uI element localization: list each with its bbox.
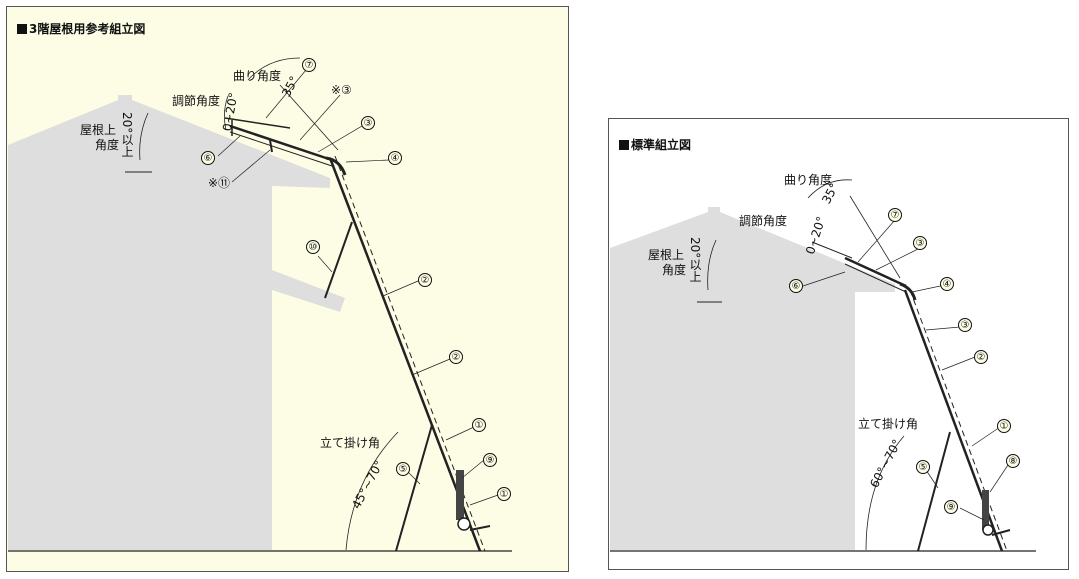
stand-angle-arc xyxy=(345,431,399,551)
callout-5-right: ⑤ xyxy=(916,460,930,474)
square-icon xyxy=(619,140,629,150)
adjust-bar-right xyxy=(811,241,853,259)
base-foot xyxy=(469,525,491,531)
ladder-bend-right xyxy=(899,282,917,301)
callout-6: ⑥ xyxy=(201,151,215,165)
ladder-bend xyxy=(325,156,347,176)
base-foot-right xyxy=(991,529,1011,536)
ladder-top-rail-2 xyxy=(229,131,333,167)
stabilizer-10 xyxy=(324,221,353,299)
panel-title-right: 標準組立図 xyxy=(619,136,691,153)
callout-4: ④ xyxy=(388,151,402,165)
callout-10: ⑩ xyxy=(306,240,320,254)
callout-1-right: ① xyxy=(997,419,1011,433)
adjust-angle-label-right: 調節角度 xyxy=(739,214,788,228)
bend-arc-right xyxy=(807,179,853,199)
adjust-bar xyxy=(224,117,291,129)
roof-angle-arc xyxy=(139,112,149,161)
adjust-arc xyxy=(224,95,229,131)
callout-3-right-top: ③ xyxy=(913,236,927,250)
support-leg-5-right xyxy=(917,431,951,552)
callout-7-right: ⑦ xyxy=(888,208,902,222)
adjust-mark-2 xyxy=(269,139,273,153)
bend-angle-label-right: 曲り角度 xyxy=(784,173,833,187)
callout-9-right: ⑨ xyxy=(944,500,958,514)
canopy xyxy=(272,270,345,312)
callout-2-upper: ② xyxy=(418,273,432,287)
callout-1-lower: ① xyxy=(497,487,511,501)
stand-angle-arc-right xyxy=(865,435,905,551)
callout-3-alt: ※③ xyxy=(331,83,352,97)
bend-dim-line xyxy=(279,84,339,151)
ladder-rail xyxy=(328,157,482,552)
base-hardware xyxy=(456,470,464,520)
panel-title: 3階屋根用参考組立図 xyxy=(17,20,145,37)
callout-11-alt: ※⑪ xyxy=(208,176,231,190)
stand-angle-label: 立て掛け角 xyxy=(320,436,381,450)
house-silhouette xyxy=(8,95,330,550)
ladder-top-rail-right-2 xyxy=(844,263,907,293)
roof-angle-label-2: 角度 xyxy=(95,138,120,152)
callout-7: ⑦ xyxy=(302,58,316,72)
ladder-top-rail-right xyxy=(844,256,907,288)
leader-lines-right xyxy=(802,219,1011,521)
bend-angle-label: 曲り角度 xyxy=(233,69,282,83)
callout-8-right: ⑧ xyxy=(1006,454,1020,468)
adjust-angle-label: 調節角度 xyxy=(172,94,221,108)
roof-angle-value: 20°以上 xyxy=(120,112,134,158)
callout-1-upper: ① xyxy=(472,418,486,432)
square-icon xyxy=(17,24,27,34)
base-wheel-right xyxy=(982,524,994,536)
roof-angle-value-right: 20°以上 xyxy=(688,237,702,283)
callout-2-right: ② xyxy=(974,350,988,364)
callout-2-lower: ② xyxy=(449,350,463,364)
callout-5: ⑤ xyxy=(396,462,410,476)
base-wheel xyxy=(457,517,471,531)
roof-eave xyxy=(272,178,330,188)
ladder-top-rail xyxy=(229,124,333,162)
callout-3: ③ xyxy=(361,116,375,130)
bend-dim-line-right xyxy=(849,195,901,279)
roof-angle-label-right: 屋根上 xyxy=(648,248,685,262)
callout-3-right: ③ xyxy=(958,318,972,332)
house-silhouette-right xyxy=(610,207,895,550)
callout-6-right: ⑥ xyxy=(789,279,803,293)
support-leg-5 xyxy=(395,424,433,552)
leader-lines-left xyxy=(217,69,499,506)
diagram-panel-standard: 標準組立図 xyxy=(608,118,1069,570)
roof-angle-label: 屋根上 xyxy=(80,123,117,137)
bend-arc xyxy=(247,57,301,81)
callout-4-right: ④ xyxy=(940,277,954,291)
stand-angle-label-right: 立て掛け角 xyxy=(858,417,919,431)
base-hardware-right xyxy=(982,490,989,530)
roof-angle-arc-right xyxy=(707,239,717,291)
callout-9: ⑨ xyxy=(483,453,497,467)
roof-eave-right xyxy=(855,284,895,292)
ladder-rail-right-2 xyxy=(909,289,1008,552)
roof-angle-label-2-right: 角度 xyxy=(662,263,687,277)
